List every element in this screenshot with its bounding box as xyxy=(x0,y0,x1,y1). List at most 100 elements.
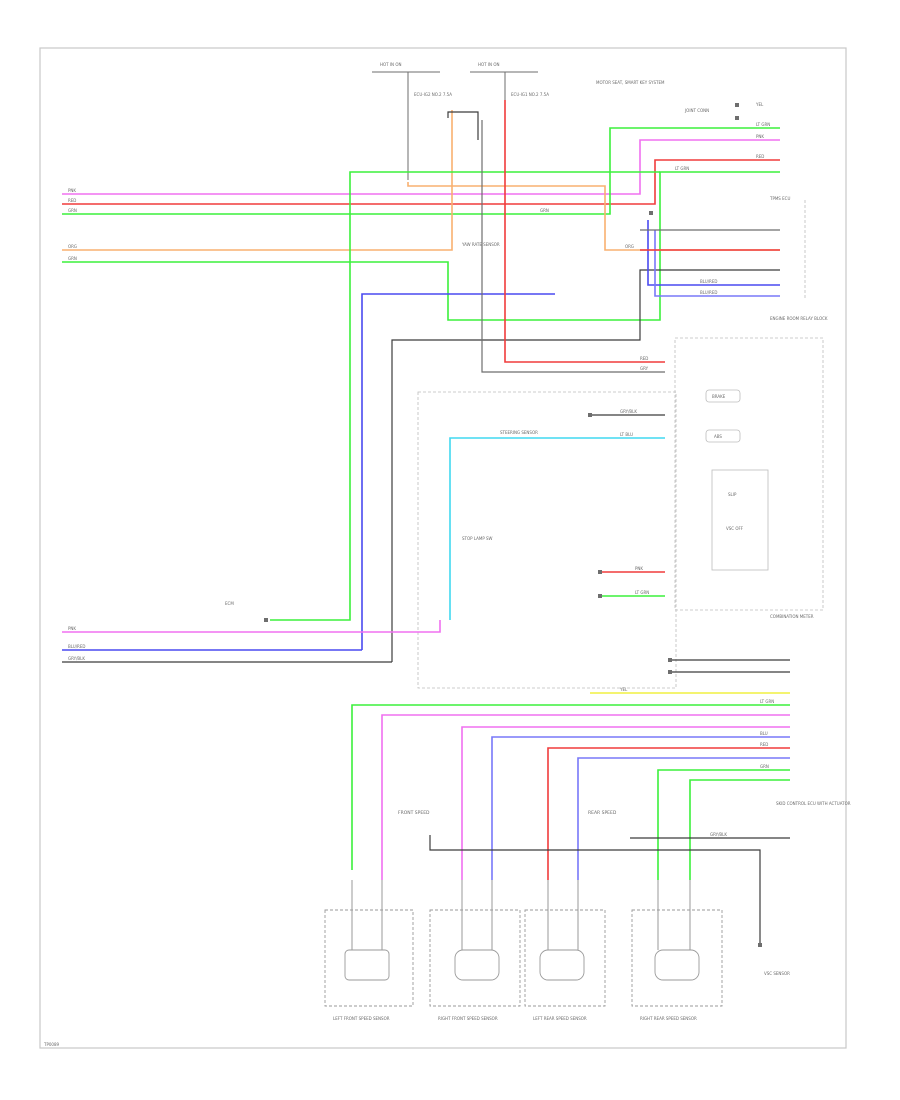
wire-tags: PNK RED GRN ORG GRN PNK BLU/RED GRY/BLK … xyxy=(68,102,774,837)
left-front-sensor-label: LEFT FRONT SPEED SENSOR xyxy=(333,1016,390,1021)
wire-cyan xyxy=(449,437,665,620)
engine-room-relay-block-outline xyxy=(674,337,824,611)
ecm-label: ECM xyxy=(225,601,234,606)
wire-sensor-green-1 xyxy=(351,704,790,870)
wire-violet-right xyxy=(654,230,780,297)
svg-text:GRY/BLK: GRY/BLK xyxy=(620,409,637,414)
wire-pink-top xyxy=(62,139,780,195)
right-rear-sensor-box xyxy=(631,909,723,1007)
svg-text:GRY/BLK: GRY/BLK xyxy=(710,832,727,837)
wire-sensor-red-2 xyxy=(461,726,790,880)
wire-blue-top xyxy=(361,293,555,650)
wire-green-long xyxy=(270,171,660,621)
meter-slip-label: SLIP xyxy=(728,492,737,497)
wire-pink-bottom xyxy=(62,620,441,633)
combination-meter-label: COMBINATION METER xyxy=(770,614,814,619)
svg-text:RED: RED xyxy=(760,742,768,747)
meter-internals xyxy=(705,389,769,571)
svg-text:LT GRN: LT GRN xyxy=(675,166,689,171)
front-wheel-tag: FRONT SPEED xyxy=(398,810,430,816)
wire-red-top xyxy=(62,159,780,205)
wire-green-top xyxy=(62,127,780,215)
wire-black-loop xyxy=(447,111,479,140)
svg-text:RED: RED xyxy=(756,154,764,159)
right-front-sensor-label: RIGHT FRONT SPEED SENSOR xyxy=(438,1016,498,1021)
meter-cpu-box xyxy=(711,469,769,571)
right-rear-sensor-body xyxy=(654,949,700,981)
meter-abs-label: ABS xyxy=(714,434,722,439)
wire-black-mid xyxy=(391,269,780,662)
svg-text:GRY/BLK: GRY/BLK xyxy=(68,656,85,661)
yaw-rate-sensor-label: YAW RATE SENSOR xyxy=(461,242,500,247)
svg-text:LT GRN: LT GRN xyxy=(756,122,770,127)
meter-brake-label: BRAKE xyxy=(712,394,726,399)
svg-text:GRN: GRN xyxy=(540,208,549,213)
svg-text:RED: RED xyxy=(68,198,76,203)
svg-text:ORG: ORG xyxy=(625,244,634,249)
wire-gray-vert xyxy=(481,120,665,373)
module-outlines xyxy=(417,200,824,689)
steering-sensor-label: STEERING SENSOR xyxy=(500,430,538,435)
svg-text:GRN: GRN xyxy=(760,764,769,769)
fuse-label-2: ECU-IG1 NO.2 7.5A xyxy=(511,92,549,97)
fuse-label-1: ECU-IG2 NO.2 7.5A xyxy=(414,92,452,97)
svg-text:PNK: PNK xyxy=(635,566,643,571)
sensor-legs xyxy=(351,880,691,950)
svg-text:ORG: ORG xyxy=(68,244,77,249)
meter-indicator-brake xyxy=(705,389,741,403)
svg-text:GRN: GRN xyxy=(68,256,77,261)
meter-indicator-abs xyxy=(705,429,741,443)
left-rear-sensor-body xyxy=(539,949,585,981)
connector-ref-1: JOINT CONN xyxy=(684,108,709,113)
wire-sensor-red-3 xyxy=(547,747,790,880)
svg-text:BLU: BLU xyxy=(760,731,768,736)
wire-orange-mid xyxy=(62,110,453,251)
svg-text:YEL: YEL xyxy=(619,687,628,692)
svg-text:LT BLU: LT BLU xyxy=(620,432,633,437)
skid-control-ecu-label: SKID CONTROL ECU WITH ACTUATOR xyxy=(776,801,851,806)
wire-sensor-pink-1 xyxy=(381,714,790,880)
wire-sensor-green-4 xyxy=(657,769,790,880)
wire-sensor-blue-3 xyxy=(577,757,790,880)
hot-label-2: HOT IN ON xyxy=(478,62,499,67)
rear-wheel-tag: REAR SPEED xyxy=(588,810,617,816)
svg-text:GRY: GRY xyxy=(640,366,649,371)
svg-text:PNK: PNK xyxy=(756,134,764,139)
speed-sensors xyxy=(324,909,723,1007)
wire-red-vert xyxy=(504,100,665,363)
connector-ref-2: TPMS ECU xyxy=(769,196,790,201)
wire-sensor-blue-2 xyxy=(491,736,790,880)
svg-text:BLU/RED: BLU/RED xyxy=(68,644,85,649)
svg-text:BLU/RED: BLU/RED xyxy=(700,290,717,295)
right-rear-sensor-label: RIGHT REAR SPEED SENSOR xyxy=(640,1016,697,1021)
wires xyxy=(62,100,790,945)
wire-vsc xyxy=(429,835,761,945)
left-front-sensor-box xyxy=(324,909,414,1007)
right-front-sensor-box xyxy=(429,909,521,1007)
left-rear-sensor-box xyxy=(524,909,606,1007)
wire-orange-top xyxy=(407,182,780,251)
meter-vsc-off-label: VSC OFF xyxy=(726,526,744,531)
stop-lamp-switch-label: STOP LAMP SW xyxy=(462,536,493,541)
terminal-marks xyxy=(264,103,762,947)
vsc-sensor-label: VSC SENSOR xyxy=(764,971,790,976)
figure-id: TP0089 xyxy=(43,1042,59,1047)
hot-label-1: HOT IN ON xyxy=(380,62,401,67)
right-front-sensor-body xyxy=(454,949,500,981)
top-note: MOTOR SEAT, SMART KEY SYSTEM xyxy=(596,80,665,85)
engine-room-relay-label: ENGINE ROOM RELAY BLOCK xyxy=(770,316,828,321)
left-rear-sensor-label: LEFT REAR SPEED SENSOR xyxy=(533,1016,587,1021)
diagram-frame xyxy=(39,47,847,1049)
svg-text:PNK: PNK xyxy=(68,626,76,631)
svg-text:BLU/RED: BLU/RED xyxy=(700,279,717,284)
skid-control-ecu-outline xyxy=(417,391,677,689)
svg-text:LT GRN: LT GRN xyxy=(760,699,774,704)
wire-green-mid xyxy=(62,171,780,321)
svg-text:LT GRN: LT GRN xyxy=(635,590,649,595)
svg-text:GRN: GRN xyxy=(68,208,77,213)
wire-blue-right xyxy=(647,220,780,286)
svg-text:YEL: YEL xyxy=(755,102,764,107)
wire-sensor-green-4b xyxy=(689,779,790,880)
left-front-sensor-body xyxy=(344,949,390,981)
